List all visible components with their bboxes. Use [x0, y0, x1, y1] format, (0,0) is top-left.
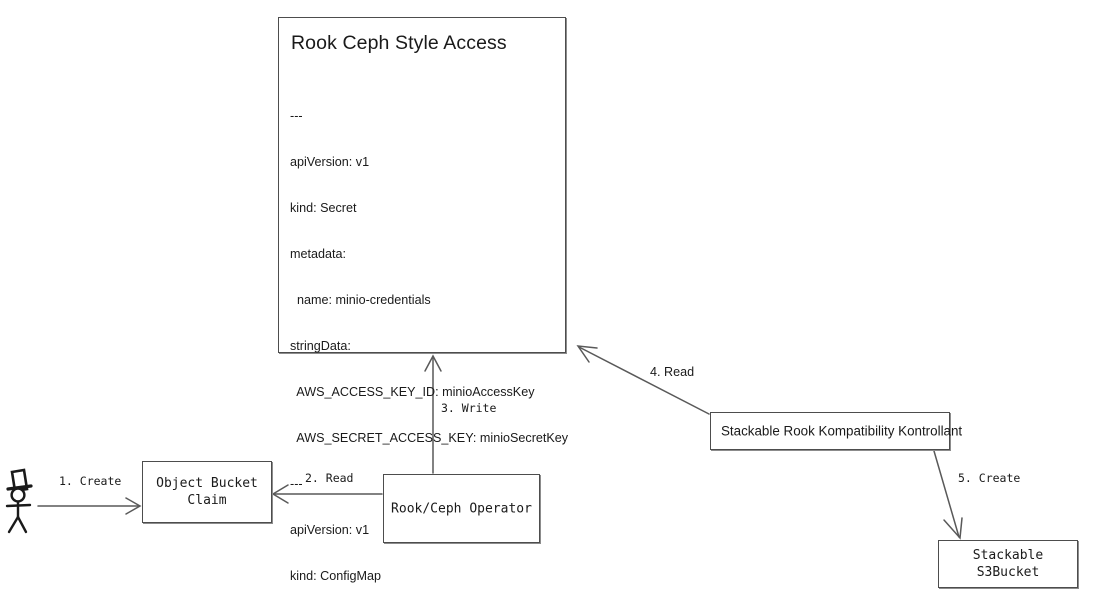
edge-label-5-create: 5. Create — [958, 471, 1021, 485]
yaml-line: AWS_SECRET_ACCESS_KEY: minioSecretKey — [290, 430, 569, 445]
edge-2-read-arrow — [271, 484, 383, 504]
edge-1-create-arrow — [37, 497, 142, 515]
yaml-line: --- — [290, 476, 303, 491]
yaml-line: AWS_ACCESS_KEY_ID: minioAccessKey — [290, 384, 535, 399]
yaml-line: name: minio-credentials — [290, 292, 431, 307]
yaml-manifest-text: --- apiVersion: v1 kind: Secret metadata… — [290, 78, 568, 591]
yaml-line: --- — [290, 108, 303, 123]
node-object-bucket-claim: Object Bucket Claim — [142, 461, 272, 523]
node-label: Stackable S3Bucket — [972, 548, 1044, 580]
rook-ceph-style-access-card: Rook Ceph Style Access --- apiVersion: v… — [278, 17, 568, 583]
yaml-line: stringData: — [290, 338, 351, 353]
edge-label-4-read: 4. Read — [650, 365, 695, 379]
yaml-line: apiVersion: v1 — [290, 522, 370, 537]
edge-label-3-write: 3. Write — [441, 401, 497, 415]
node-rook-ceph-operator: Rook/Ceph Operator — [383, 474, 540, 543]
edge-label-1-create: 1. Create — [59, 474, 122, 488]
node-label: Stackable Rook Kompatibility Kontrollant — [721, 423, 963, 439]
edge-5-create-arrow — [933, 450, 963, 540]
actor-stick-figure — [5, 468, 33, 534]
node-stackable-s3bucket: Stackable S3Bucket — [938, 540, 1078, 588]
yaml-line: apiVersion: v1 — [290, 154, 370, 169]
yaml-line: metadata: — [290, 246, 347, 261]
node-label: Object Bucket Claim — [156, 476, 258, 508]
edge-label-2-read: 2. Read — [305, 471, 354, 485]
node-stackable-rook-kompatibility-kontrollant: Stackable Rook Kompatibility Kontrollant — [710, 412, 963, 450]
yaml-line: kind: Secret — [290, 200, 357, 215]
edge-3-write-arrow — [424, 354, 442, 474]
node-label: Rook/Ceph Operator — [391, 501, 532, 516]
yaml-line: kind: ConfigMap — [290, 569, 382, 583]
card-title: Rook Ceph Style Access — [291, 32, 507, 54]
edge-4-read-arrow — [576, 345, 710, 415]
